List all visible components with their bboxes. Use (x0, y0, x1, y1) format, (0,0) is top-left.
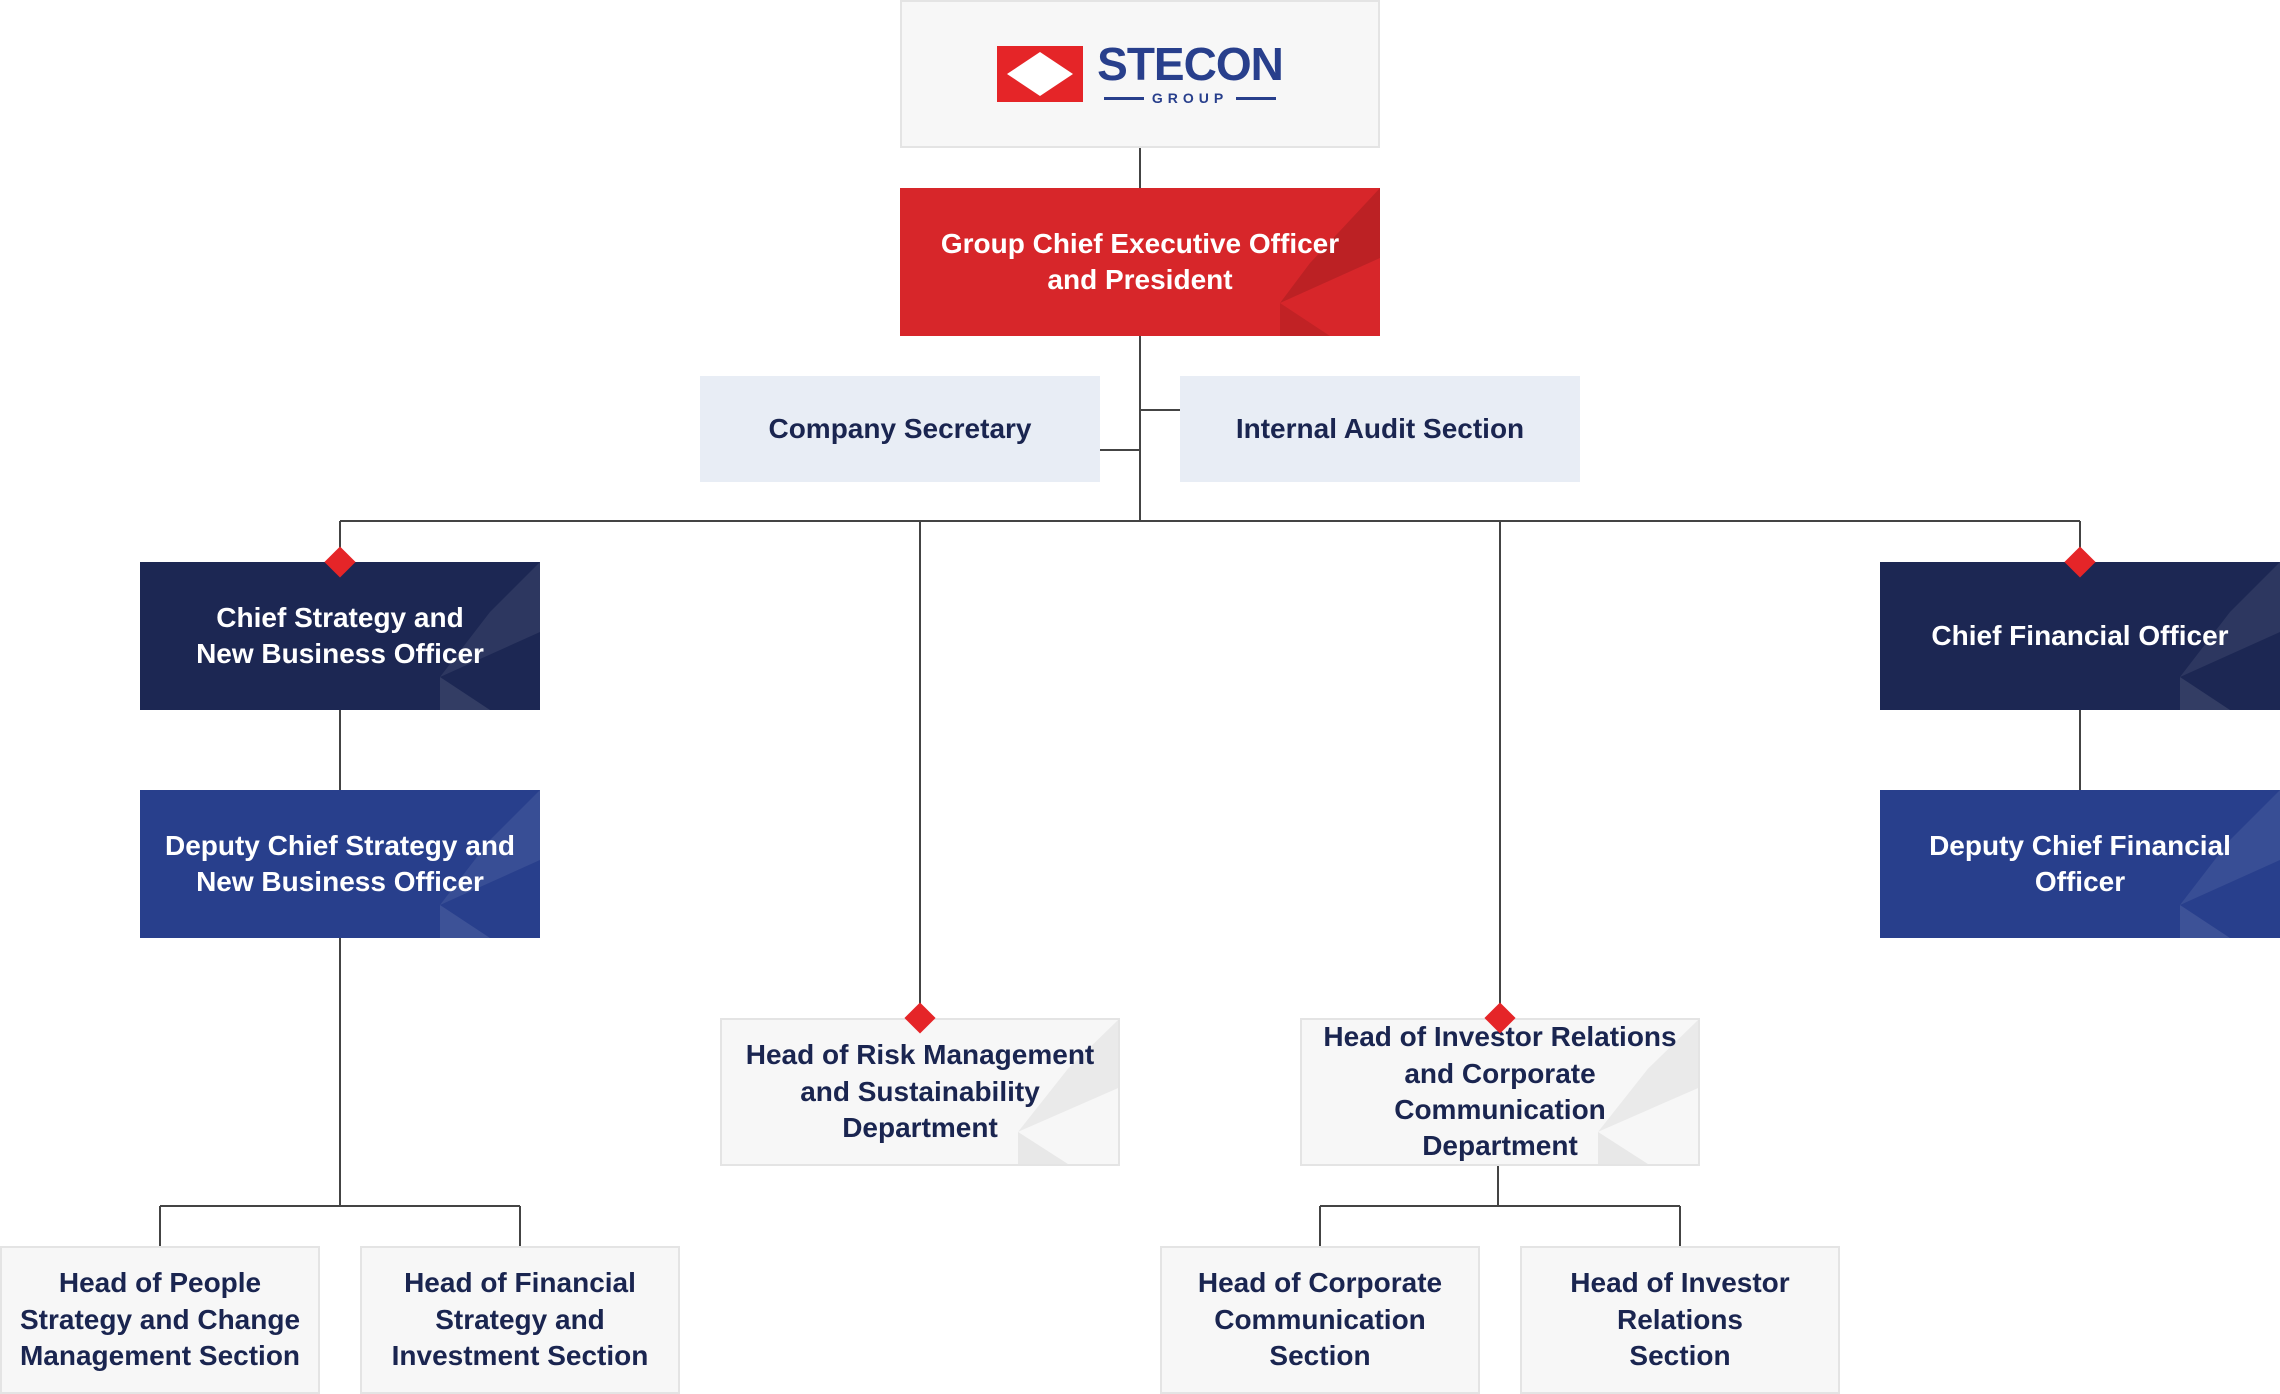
risk-title-line2: and Sustainability (800, 1075, 1040, 1107)
deco-chevron-shape (2180, 562, 2280, 710)
cfo-box: Chief Financial Officer (1880, 562, 2280, 710)
stecon-diamond-logo-icon (997, 46, 1084, 102)
internal-audit-box: Internal Audit Section (1180, 376, 1580, 482)
corpcomm-title-line1: Head of Corporate (1197, 1267, 1443, 1299)
internal-audit-label: Internal Audit Section (1235, 412, 1525, 444)
risk-title-line1: Head of Risk Management (745, 1039, 1095, 1071)
risk-management-box: Head of Risk Management and Sustainabilit… (720, 1018, 1120, 1166)
ir-title-line3: Communication Department (1394, 1094, 1606, 1162)
fin-title-line1: Head of Financial (404, 1267, 636, 1299)
logo-rule-right (1236, 96, 1277, 100)
investor-title-line1: Head of Investor (1570, 1267, 1790, 1299)
fin-title-line2: Strategy and (435, 1303, 605, 1335)
cfo-title: Chief Financial Officer (1931, 619, 2229, 651)
people-title-line1: Head of People (58, 1267, 262, 1299)
ceo-box: Group Chief Executive Officer and Preside… (900, 188, 1380, 336)
risk-title-line3: Department (842, 1112, 998, 1144)
deco-chevron-shape (440, 790, 540, 938)
ir-title-line2: and Corporate (1404, 1057, 1596, 1089)
investor-title-line3: Section (1629, 1340, 1731, 1372)
deco-chevron-shape (440, 562, 540, 710)
deco-chevron-shape (1598, 1020, 1698, 1164)
deco-chevron-shape (1018, 1020, 1118, 1164)
ceo-title-line2: and President (1047, 264, 1233, 295)
ceo-title-line1: Group Chief Executive Officer (940, 227, 1340, 259)
company-secretary-box: Company Secretary (700, 376, 1100, 482)
logo-subtitle: GROUP (1151, 89, 1229, 106)
deputy-cso-title-line1: Deputy Chief Strategy and (164, 829, 516, 861)
fin-title-line3: Investment Section (391, 1340, 649, 1372)
deputy-cso-title-line2: New Business Officer (196, 866, 484, 897)
cso-title-line1: Chief Strategy and (216, 601, 464, 633)
company-secretary-label: Company Secretary (768, 412, 1032, 444)
deputy-cfo-title-line2: Officer (2034, 866, 2126, 897)
logo-wordmark: STECON (1097, 37, 1284, 90)
people-title-line2: Strategy and Change (19, 1303, 301, 1335)
people-title-line3: Management Section (19, 1340, 301, 1372)
deco-chevron-shape (1280, 188, 1380, 336)
corpcomm-title-line2: Communication (1214, 1303, 1426, 1335)
logo-rule-left (1103, 96, 1144, 100)
deputy-cfo-title-line1: Deputy Chief Financial (1929, 829, 2231, 861)
cso-title-line2: New Business Officer (196, 638, 484, 669)
stecon-logo-box: STECON GROUP (900, 0, 1380, 148)
corpcomm-title-line3: Section (1269, 1340, 1371, 1372)
deco-chevron-shape (2180, 790, 2280, 938)
investor-title-line2: Relations (1616, 1303, 1743, 1335)
